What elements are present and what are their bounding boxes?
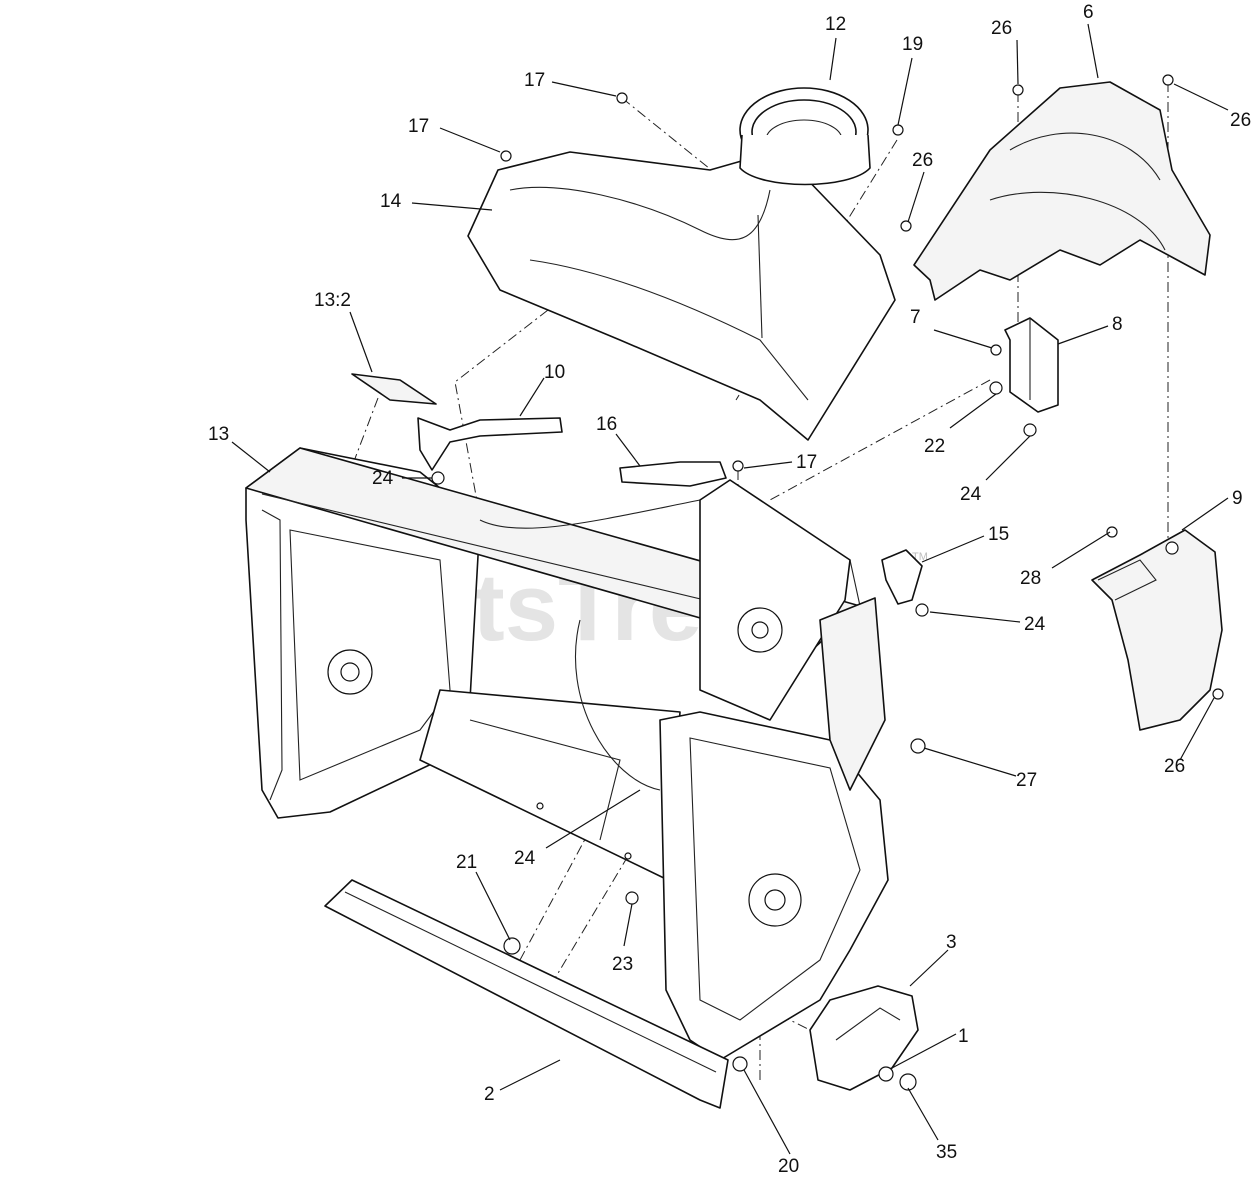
part-3-skid-shoe — [809, 985, 919, 1091]
part-13-2-decal — [351, 373, 437, 405]
callout-21: 21 — [456, 852, 477, 873]
part-13-rear-wall — [419, 479, 861, 881]
callout-19: 19 — [902, 34, 923, 55]
part-10-bar — [417, 417, 563, 471]
callout-28: 28 — [1020, 568, 1041, 589]
callout-26-cover: 26 — [912, 150, 933, 171]
part-2-scraper-blade — [324, 879, 729, 1109]
callout-9: 9 — [1232, 488, 1243, 509]
callout-8: 8 — [1112, 314, 1123, 335]
callout-23: 23 — [612, 954, 633, 975]
callout-26-top: 26 — [991, 18, 1012, 39]
callout-24-bottom: 24 — [514, 848, 536, 869]
callout-6: 6 — [1083, 2, 1094, 23]
part-13-right-panel — [659, 597, 889, 1061]
part-12-chute-ring — [739, 87, 871, 186]
callout-17-top: 17 — [524, 70, 545, 91]
callout-24-right: 24 — [1024, 614, 1046, 635]
callout-10: 10 — [544, 362, 565, 383]
part-16-handle — [619, 461, 727, 487]
callout-16: 16 — [596, 414, 617, 435]
callout-14: 14 — [380, 191, 402, 212]
callout-26-shield: 26 — [1164, 756, 1185, 777]
callout-15: 15 — [988, 524, 1009, 545]
callout-22: 22 — [924, 436, 945, 457]
callout-3: 3 — [946, 932, 957, 953]
callout-26-right: 26 — [1230, 110, 1251, 131]
callout-27: 27 — [1016, 770, 1037, 791]
callout-24-bracket: 24 — [960, 484, 982, 505]
part-9-shield — [1091, 529, 1223, 731]
callout-7: 7 — [910, 307, 921, 328]
leader-lines — [231, 23, 1229, 1155]
callout-labels: 12 19 26 6 26 17 17 14 26 7 8 13:2 10 16… — [208, 2, 1251, 1177]
callout-2: 2 — [484, 1084, 495, 1105]
part-6-cover — [913, 81, 1211, 301]
callout-20: 20 — [778, 1156, 799, 1177]
callout-24-left: 24 — [372, 468, 394, 489]
callout-35: 35 — [936, 1142, 957, 1163]
part-14-chute-housing — [467, 151, 896, 441]
callout-17-left: 17 — [408, 116, 429, 137]
part-8-bracket — [1004, 317, 1059, 413]
callout-13: 13 — [208, 424, 229, 445]
callout-12: 12 — [825, 14, 846, 35]
callout-1: 1 — [958, 1026, 969, 1047]
hardware — [431, 74, 1224, 1091]
callout-13-2: 13:2 — [314, 290, 351, 311]
part-15-bracket — [881, 549, 923, 605]
callout-17-mid: 17 — [796, 452, 817, 473]
